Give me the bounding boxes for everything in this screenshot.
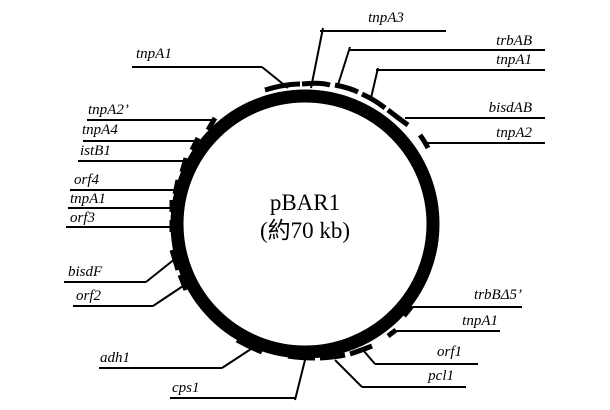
gene-label: orf3: [70, 210, 95, 226]
gene-tnpA1-left: tnpA1: [68, 191, 173, 209]
gene-tnpA1-top: tnpA1: [132, 46, 289, 89]
gene-tnpA3: tnpA3: [310, 10, 446, 89]
gene-label: orf4: [74, 172, 100, 188]
plasmid-size: (約70 kb): [260, 218, 350, 243]
gene-tnpA1-lower: tnpA1: [393, 313, 500, 332]
gene-trbB-delta5: trbBΔ5’: [412, 287, 522, 308]
gene-tnpA2-prime: tnpA2’: [87, 102, 212, 121]
gene-tnpA1-right: tnpA1: [370, 52, 545, 99]
gene-label: tnpA2: [496, 125, 532, 141]
gene-orf2: orf2: [73, 283, 187, 307]
gene-orf4: orf4: [70, 172, 177, 191]
gene-label: tnpA3: [368, 10, 404, 26]
gene-bisdAB: bisdAB: [405, 100, 545, 119]
plasmid-backbone: [170, 89, 440, 359]
gene-label: tnpA1: [462, 313, 498, 329]
gene-label: tnpA2’: [88, 102, 129, 118]
gene-label: tnpA1: [70, 191, 106, 207]
gene-label: pcl1: [427, 368, 454, 384]
gene-orf3: orf3: [66, 210, 172, 228]
gene-label: bisdAB: [489, 100, 532, 116]
gene-cps1: cps1: [170, 359, 306, 401]
gene-tnpA4: tnpA4: [82, 122, 198, 142]
plasmid-label: pBAR1 (約70 kb): [260, 190, 350, 243]
gene-bisdF: bisdF: [64, 257, 177, 283]
gene-label: cps1: [172, 380, 200, 396]
plasmid-name: pBAR1: [270, 190, 340, 215]
gene-label: tnpA1: [496, 52, 532, 68]
gene-label: tnpA1: [136, 46, 172, 62]
gene-label: tnpA4: [82, 122, 118, 138]
gene-adh1: adh1: [99, 346, 255, 369]
gene-label: bisdF: [68, 264, 103, 280]
gene-orf1: orf1: [362, 344, 478, 365]
gene-label: trbBΔ5’: [474, 287, 522, 303]
gene-trbAB: trbAB: [336, 33, 545, 89]
gene-label: trbAB: [496, 33, 532, 49]
gene-label: istB1: [80, 143, 111, 159]
gene-label: orf2: [76, 288, 102, 304]
gene-label: orf1: [437, 344, 462, 360]
gene-istB1: istB1: [78, 143, 186, 162]
gene-tnpA2: tnpA2: [425, 125, 545, 144]
gene-label: adh1: [100, 350, 130, 366]
gene-pcl1: pcl1: [334, 359, 466, 388]
